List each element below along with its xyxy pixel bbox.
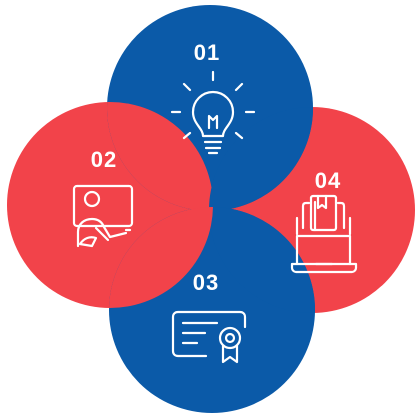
overlap-02-over-03: [109, 207, 213, 308]
number-02: 02: [91, 147, 117, 172]
laptop-book-icon: [290, 194, 358, 274]
teacher-whiteboard-icon: [72, 184, 134, 248]
number-04: 04: [315, 168, 341, 193]
number-01: 01: [194, 40, 220, 65]
lightbulb-icon: [170, 70, 256, 155]
number-03: 03: [193, 270, 219, 295]
certificate-icon: [171, 310, 247, 364]
